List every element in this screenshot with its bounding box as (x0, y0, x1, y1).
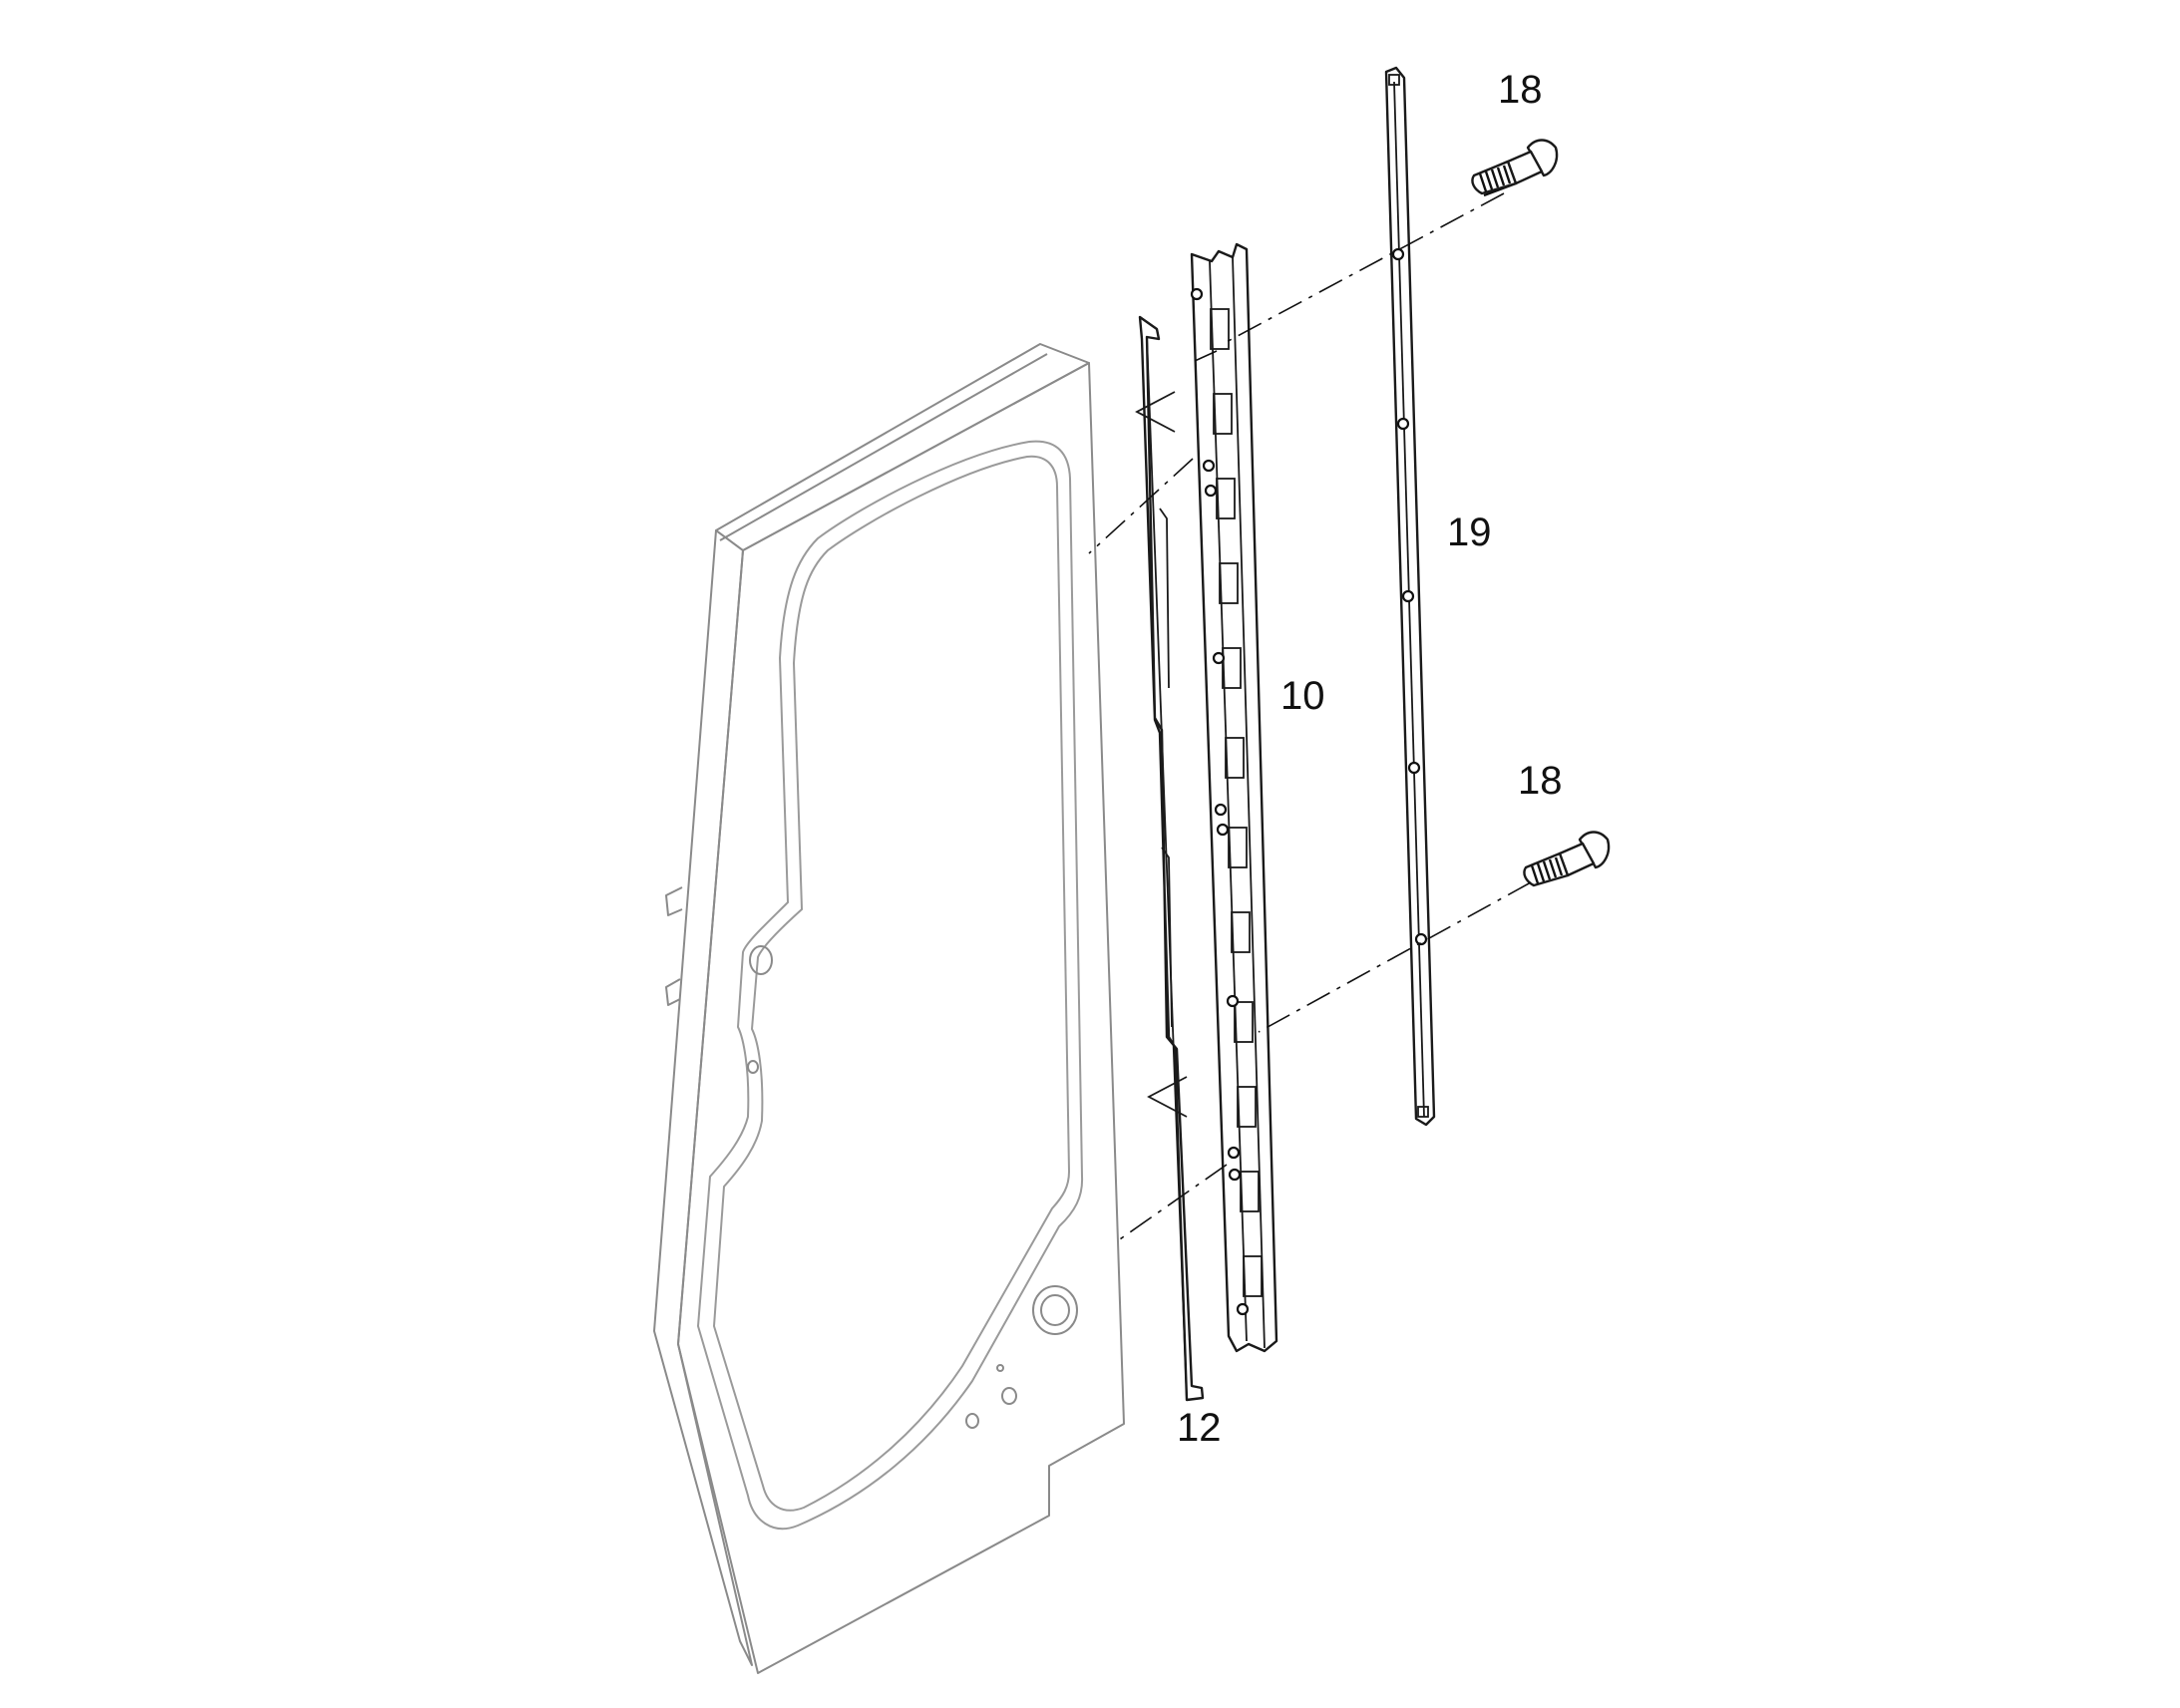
door-hole-c (996, 1364, 1004, 1372)
strip-part (1384, 66, 1436, 1127)
door-hole-large (749, 945, 773, 975)
door-top-edge (715, 343, 1090, 551)
assembly-centerlines (1088, 192, 1532, 1242)
centerline-bottom-bolt (1258, 881, 1532, 1033)
hinge-part (1190, 242, 1278, 1353)
callout-strip: 19 (1447, 511, 1492, 554)
door-window-outline (696, 440, 1084, 1531)
door-lock-hole-outer (1032, 1285, 1078, 1335)
bolt-bottom (1523, 831, 1611, 887)
alignment-marks (1135, 391, 1188, 1118)
bolt-top (1471, 139, 1559, 197)
hinge-holes (1190, 287, 1250, 1316)
door-hole-small (747, 1060, 759, 1074)
callout-bolt-bottom: 18 (1518, 759, 1563, 803)
door-window-inner-outline (712, 455, 1071, 1512)
hinge-knuckles (1210, 308, 1263, 1297)
door-left-edge (653, 529, 753, 1666)
centerline-bottom-door (1116, 1164, 1228, 1242)
hinge-outline (1190, 242, 1278, 1353)
centerline-top-bolt (1222, 192, 1505, 345)
callout-shim: 12 (1177, 1406, 1222, 1450)
door-panel-outline (677, 362, 1125, 1674)
strip-holes (1391, 247, 1428, 946)
door-panel (653, 343, 1125, 1674)
shim-outline (1138, 315, 1205, 1402)
centerline-top-short (1194, 350, 1218, 362)
door-back-tab-upper (665, 886, 683, 916)
callout-bolt-top: 18 (1498, 68, 1543, 112)
callout-hinge: 10 (1280, 674, 1325, 718)
shim-part (1138, 315, 1205, 1402)
door-hole-a (1001, 1387, 1017, 1405)
door-hole-b (965, 1413, 979, 1429)
door-back-tab-lower (665, 978, 681, 1006)
centerline-top-door (1088, 458, 1194, 554)
door-lock-hole-inner (1040, 1294, 1070, 1326)
